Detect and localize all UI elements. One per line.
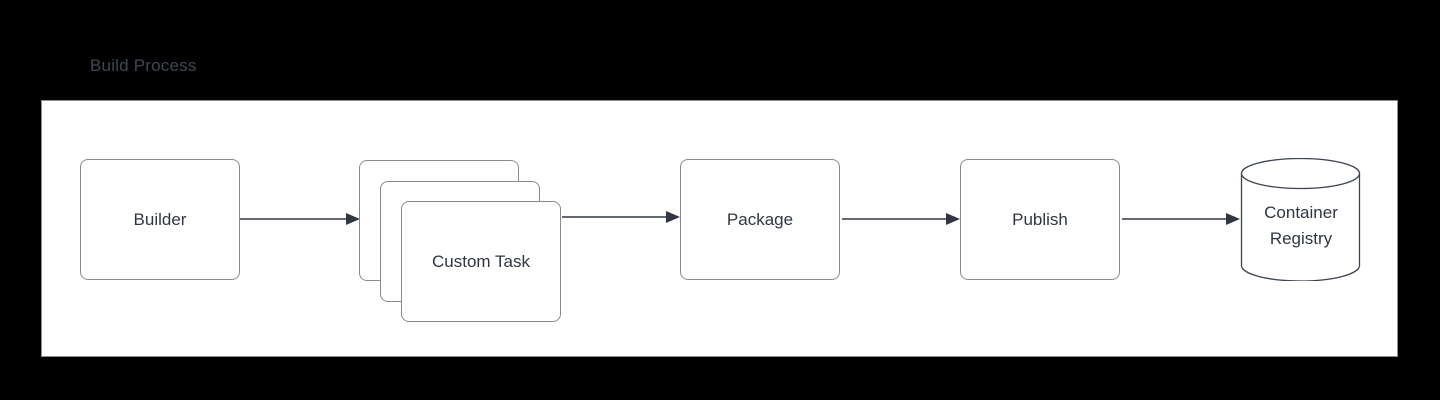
- connector-custom-task-to-package: [562, 211, 680, 223]
- page-title: Build Process: [90, 56, 197, 75]
- node-builder-label: Builder: [133, 210, 187, 229]
- node-publish[interactable]: Publish: [960, 159, 1120, 280]
- node-custom-task-label: Custom Task: [432, 252, 530, 271]
- node-custom-task[interactable]: Custom Task: [401, 201, 561, 322]
- node-builder[interactable]: Builder: [80, 159, 240, 280]
- connector-package-to-publish: [842, 213, 960, 225]
- connector-publish-to-container-registry: [1122, 213, 1240, 225]
- node-package-label: Package: [726, 210, 794, 229]
- build-process-container: Builder Custom Task Custom Task Custom T…: [41, 100, 1398, 357]
- connector-builder-to-custom-task: [240, 213, 360, 225]
- node-container-registry[interactable]: Container Registry: [1240, 157, 1362, 282]
- node-publish-label: Publish: [1012, 210, 1068, 229]
- cylinder-shape: [1240, 157, 1361, 282]
- node-package[interactable]: Package: [680, 159, 840, 280]
